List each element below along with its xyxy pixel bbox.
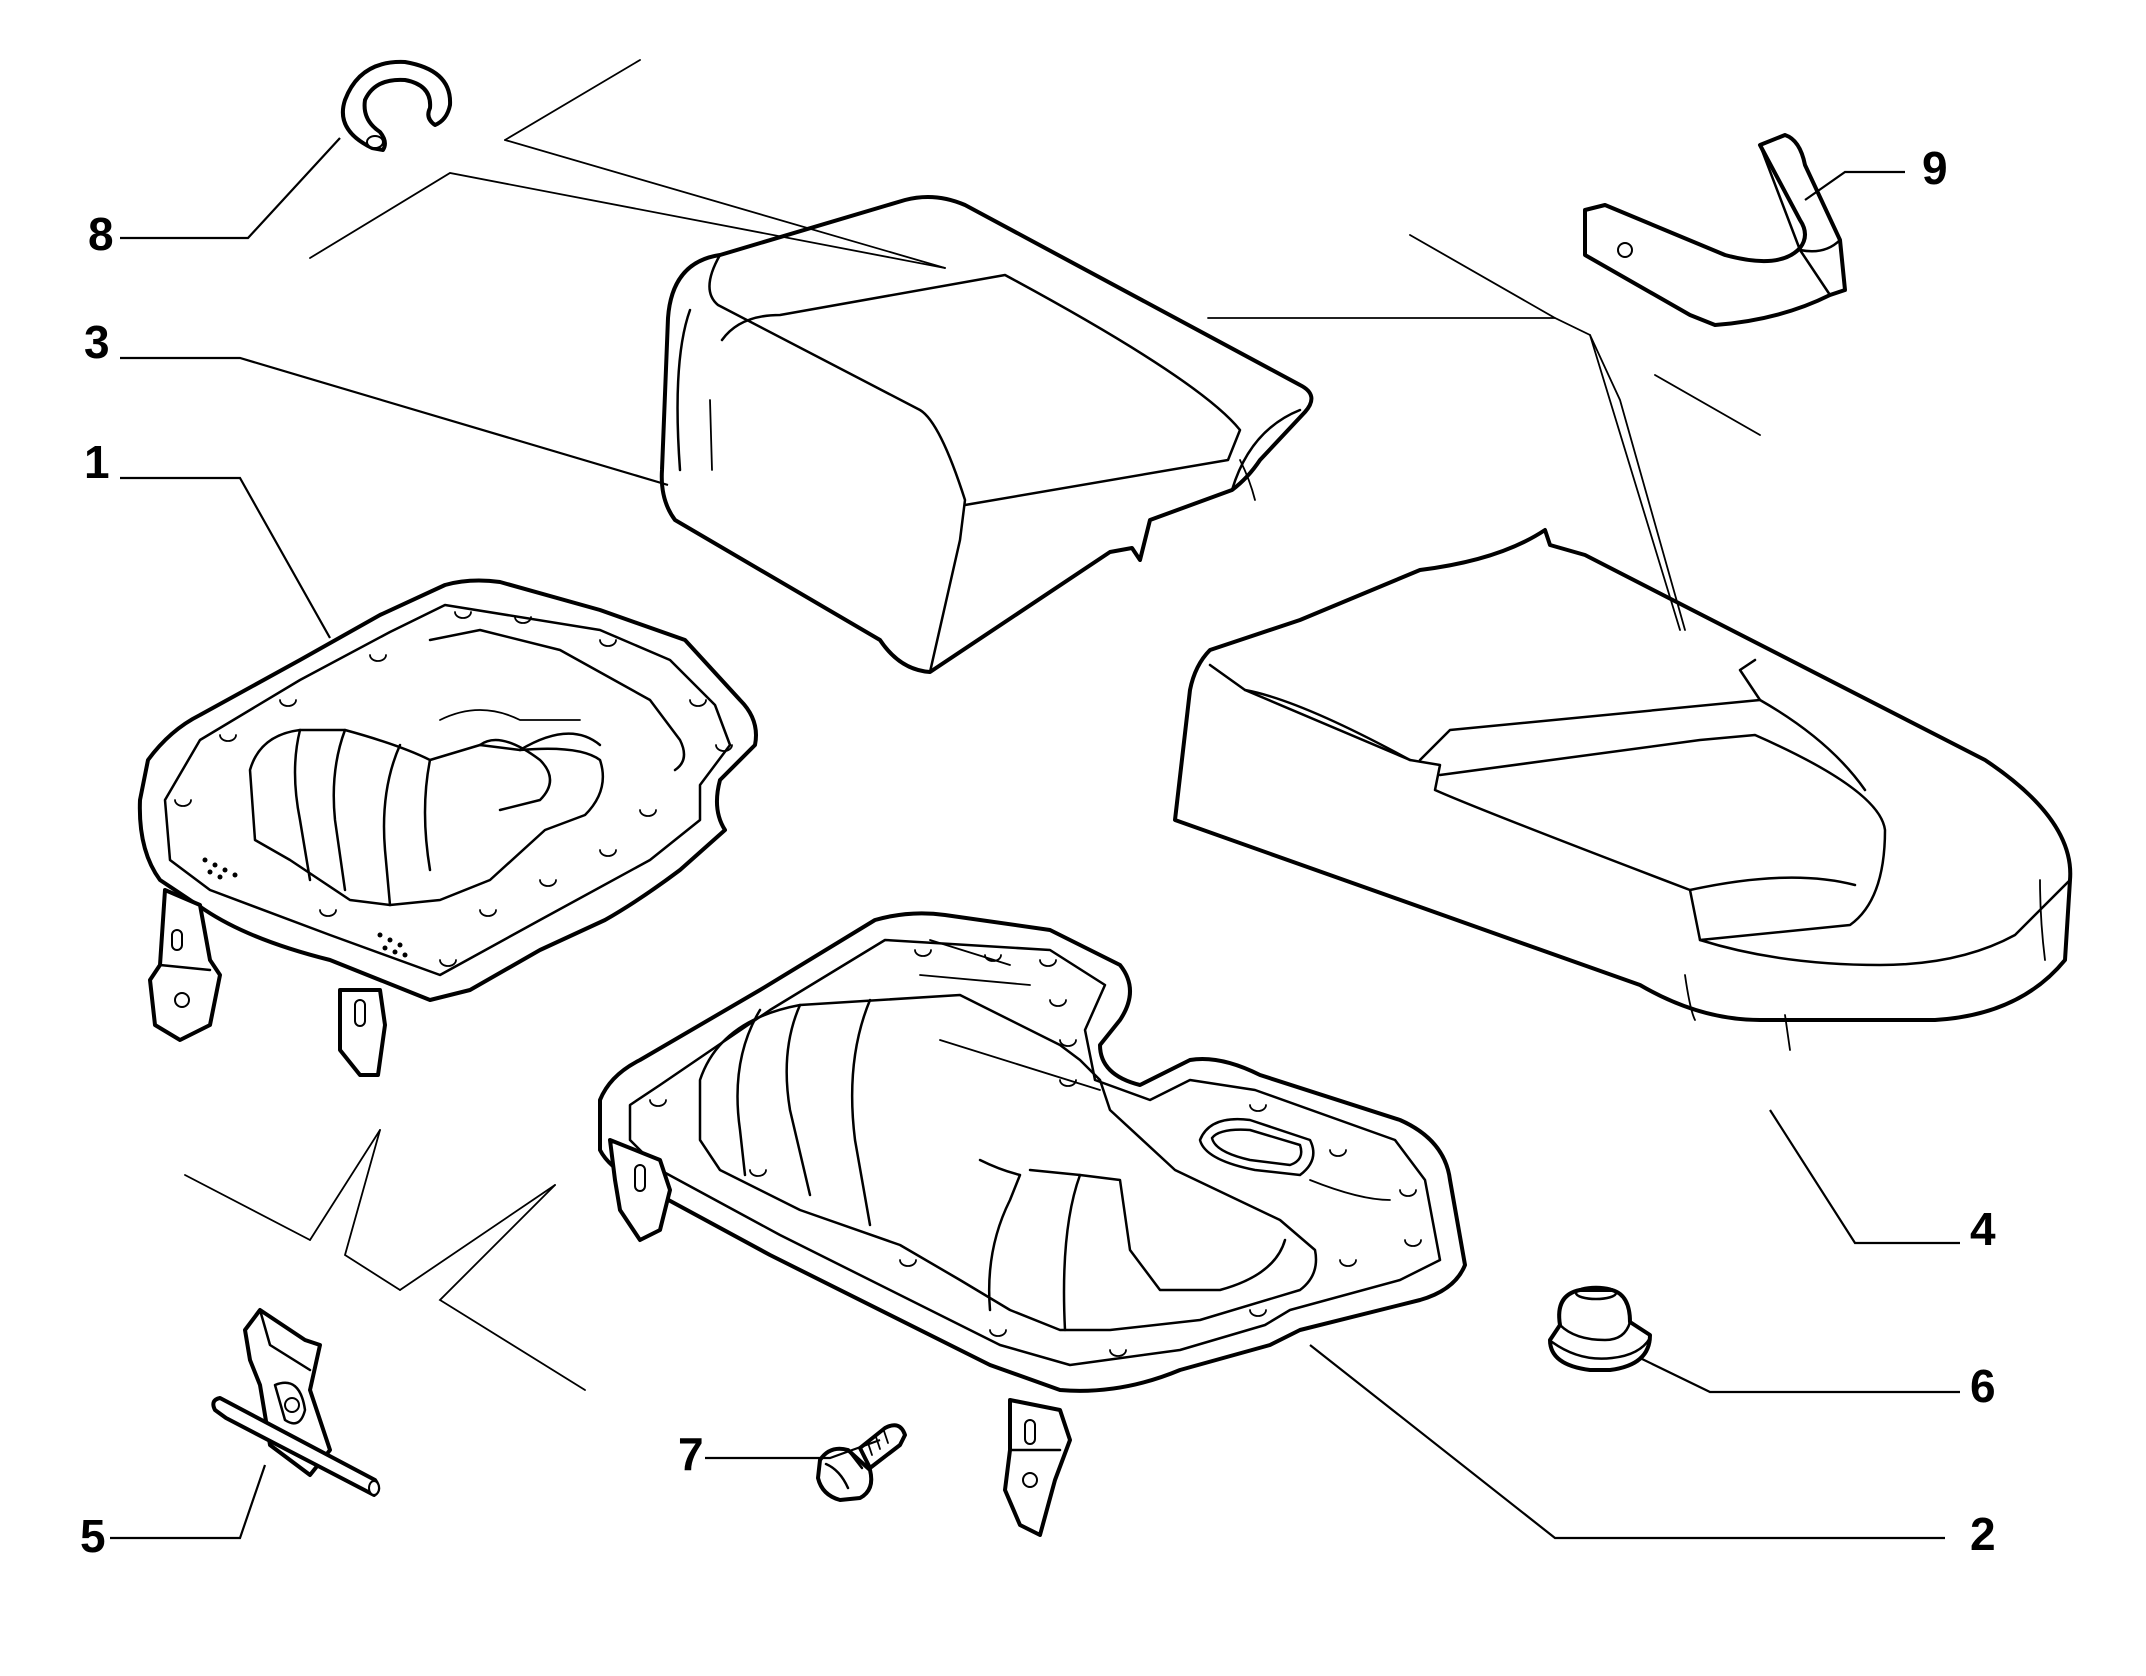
callout-7: 7 [678,1428,704,1480]
callout-4: 4 [1970,1203,1996,1255]
callout-3: 3 [84,316,110,368]
part-5-latch-bracket[interactable] [211,1308,381,1497]
callout-6: 6 [1970,1360,1996,1412]
part-1-left-seat-frame[interactable] [137,578,758,1077]
part-2-right-seat-frame[interactable] [598,911,1467,1537]
callout-leaders [110,137,1960,1540]
part-8-hook-clip[interactable] [340,59,453,152]
callout-labels: 8 3 1 9 4 6 7 5 2 [80,142,1996,1562]
callout-9: 9 [1922,142,1948,194]
assembly-guide-lines [184,59,1761,1391]
part-3-seat-back-cushion[interactable] [659,194,1314,674]
callout-5: 5 [80,1510,106,1562]
part-6-rubber-bumper[interactable] [1548,1285,1652,1372]
callout-1: 1 [84,436,110,488]
part-4-seat-bottom-cushion[interactable] [1173,528,2073,1051]
callout-2: 2 [1970,1508,1996,1560]
part-9-strap[interactable] [1583,133,1847,327]
callout-8: 8 [88,208,114,260]
part-7-flange-bolt[interactable] [816,1423,907,1502]
